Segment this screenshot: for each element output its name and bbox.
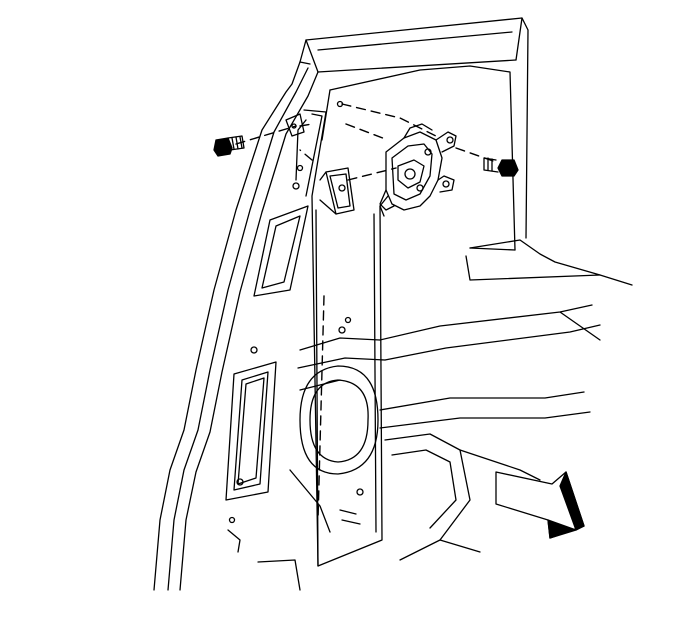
lower-bolt	[483, 157, 519, 177]
upper-bolt	[213, 135, 245, 157]
lower-handle-opening	[225, 361, 277, 501]
front-arrow-icon	[495, 471, 585, 539]
leader-lines	[235, 103, 497, 521]
door-panel	[153, 17, 633, 591]
rod-clip	[285, 113, 305, 137]
mounting-bracket	[319, 167, 355, 215]
upper-window-opening	[253, 205, 309, 297]
latch-assembly	[379, 123, 457, 217]
